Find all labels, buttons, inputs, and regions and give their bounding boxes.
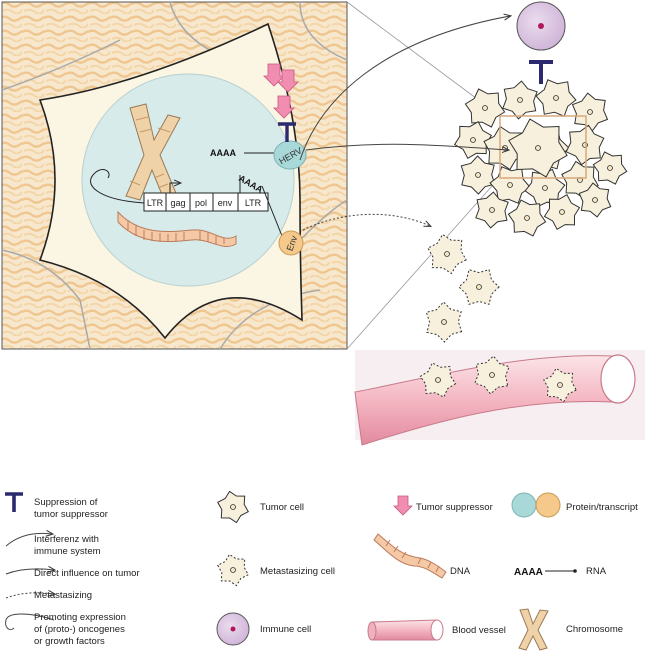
arrow-metastasizing xyxy=(302,213,430,231)
cluster-tumor-cell-nucleus xyxy=(482,105,488,111)
legend-metastasizing-text: Metastasizing xyxy=(34,590,93,601)
legend-rna-icon: AAAA xyxy=(514,567,577,578)
metastasizing-cell-nucleus xyxy=(476,284,482,290)
legend-protein-blue-icon xyxy=(511,492,537,518)
legend-tumor-cell-icon xyxy=(217,490,249,524)
herv-protein: HERV xyxy=(273,140,307,170)
vessel-metastasizing-cell-nucleus xyxy=(557,382,563,388)
legend-tumor-cell-text: Tumor cell xyxy=(260,502,304,513)
zoom-highlight xyxy=(499,115,587,179)
metastasizing-cell-nucleus xyxy=(444,251,450,257)
inhibition-symbol-immune xyxy=(529,60,553,84)
legend-protein-transcript-text: Protein/transcript xyxy=(566,502,638,513)
herv-gene: LTR gag pol env LTR xyxy=(143,175,269,212)
gene-segment-env: env xyxy=(218,198,233,208)
legend-metastasizing-cell-icon xyxy=(217,553,249,587)
tumor-cluster xyxy=(453,79,628,237)
legend-tumor-suppressor-icon xyxy=(393,495,413,516)
legend-immune-cell-text: Immune cell xyxy=(260,624,312,635)
legend-blood-vessel-text: Blood vessel xyxy=(452,625,506,636)
cluster-tumor-cell-nucleus xyxy=(470,137,476,143)
env-protein: Env xyxy=(278,230,304,256)
cluster-tumor-cell-nucleus xyxy=(507,182,513,188)
highlighted-tumor-cell-nucleus xyxy=(535,145,541,151)
legend-metastasizing-cell-text: Metastasizing cell xyxy=(260,566,335,577)
inhibition-symbol-cell xyxy=(278,122,296,142)
gene-segment-ltr-5: LTR xyxy=(147,198,164,208)
legend-rna-glyph: AAAA xyxy=(514,567,543,578)
legend-dna-icon xyxy=(373,533,447,579)
gene-segment-gag: gag xyxy=(170,198,185,208)
cluster-tumor-cell-nucleus xyxy=(553,95,559,101)
legend: AAAA xyxy=(5,490,577,651)
legend-direct-text: Direct influence on tumor xyxy=(34,568,140,579)
legend-blood-vessel-icon xyxy=(367,619,444,641)
legend-promoting-text: Promoting expression of (proto-) oncogen… xyxy=(34,612,126,647)
zoom-panel: LTR gag pol env LTR AAAA AAAA HERV Env xyxy=(1,1,348,350)
immune-cell xyxy=(516,1,566,51)
vessel-metastasizing-cells xyxy=(419,355,577,403)
legend-tumor-suppressor-text: Tumor suppressor xyxy=(416,502,493,513)
arrow-direct-tumor xyxy=(305,143,508,150)
arrow-interference-immune xyxy=(299,16,510,161)
cluster-tumor-cell-nucleus xyxy=(475,172,481,178)
legend-chromosome-icon xyxy=(518,608,549,651)
legend-immune-cell-icon xyxy=(216,612,250,646)
legend-tumor-cell-shape-nucleus xyxy=(230,504,236,510)
cluster-tumor-cell-nucleus xyxy=(607,165,613,171)
legend-metastasizing-icon xyxy=(5,593,54,599)
cluster-tumor-cell-nucleus xyxy=(592,197,598,203)
cluster-tumor-cell-nucleus xyxy=(517,97,523,103)
dna-strand xyxy=(117,210,237,247)
vessel-metastasizing-cell-nucleus xyxy=(435,377,441,383)
metastasizing-cell-nucleus xyxy=(441,319,447,325)
metastasizing-cells xyxy=(425,233,500,343)
legend-rna-text: RNA xyxy=(586,566,607,577)
nucleus xyxy=(81,73,295,287)
rna-polya-herv: AAAA xyxy=(210,148,236,158)
legend-promoting-icon xyxy=(5,613,55,631)
legend-direct-icon xyxy=(5,569,54,575)
promoting-arrow xyxy=(90,169,145,204)
cluster-tumor-cell-nucleus xyxy=(524,215,530,221)
tumor-suppressor-arrows xyxy=(263,63,299,119)
cluster-tumor-cell-nucleus xyxy=(587,109,593,115)
legend-chromosome-text: Chromosome xyxy=(566,624,624,635)
cluster-tumor-cell-nucleus xyxy=(559,209,565,215)
gene-segment-ltr-3: LTR xyxy=(245,198,262,208)
cluster-tumor-cell-nucleus xyxy=(542,185,548,191)
gene-segment-pol: pol xyxy=(195,198,207,208)
vessel-metastasizing-cell-nucleus xyxy=(489,372,495,378)
cluster-tumor-cell-nucleus xyxy=(489,207,495,213)
legend-inhibition-icon xyxy=(5,492,23,512)
legend-suppression-text: Suppression of tumor suppressor xyxy=(34,497,108,520)
chromosome xyxy=(125,103,181,203)
legend-dna-text: DNA xyxy=(450,566,471,577)
legend-protein-orange-icon xyxy=(535,492,561,518)
legend-interference-icon xyxy=(5,533,52,547)
legend-interference-text: Interferenz with immune system xyxy=(34,534,101,557)
legend-metastasizing-cell-shape-nucleus xyxy=(230,567,236,573)
